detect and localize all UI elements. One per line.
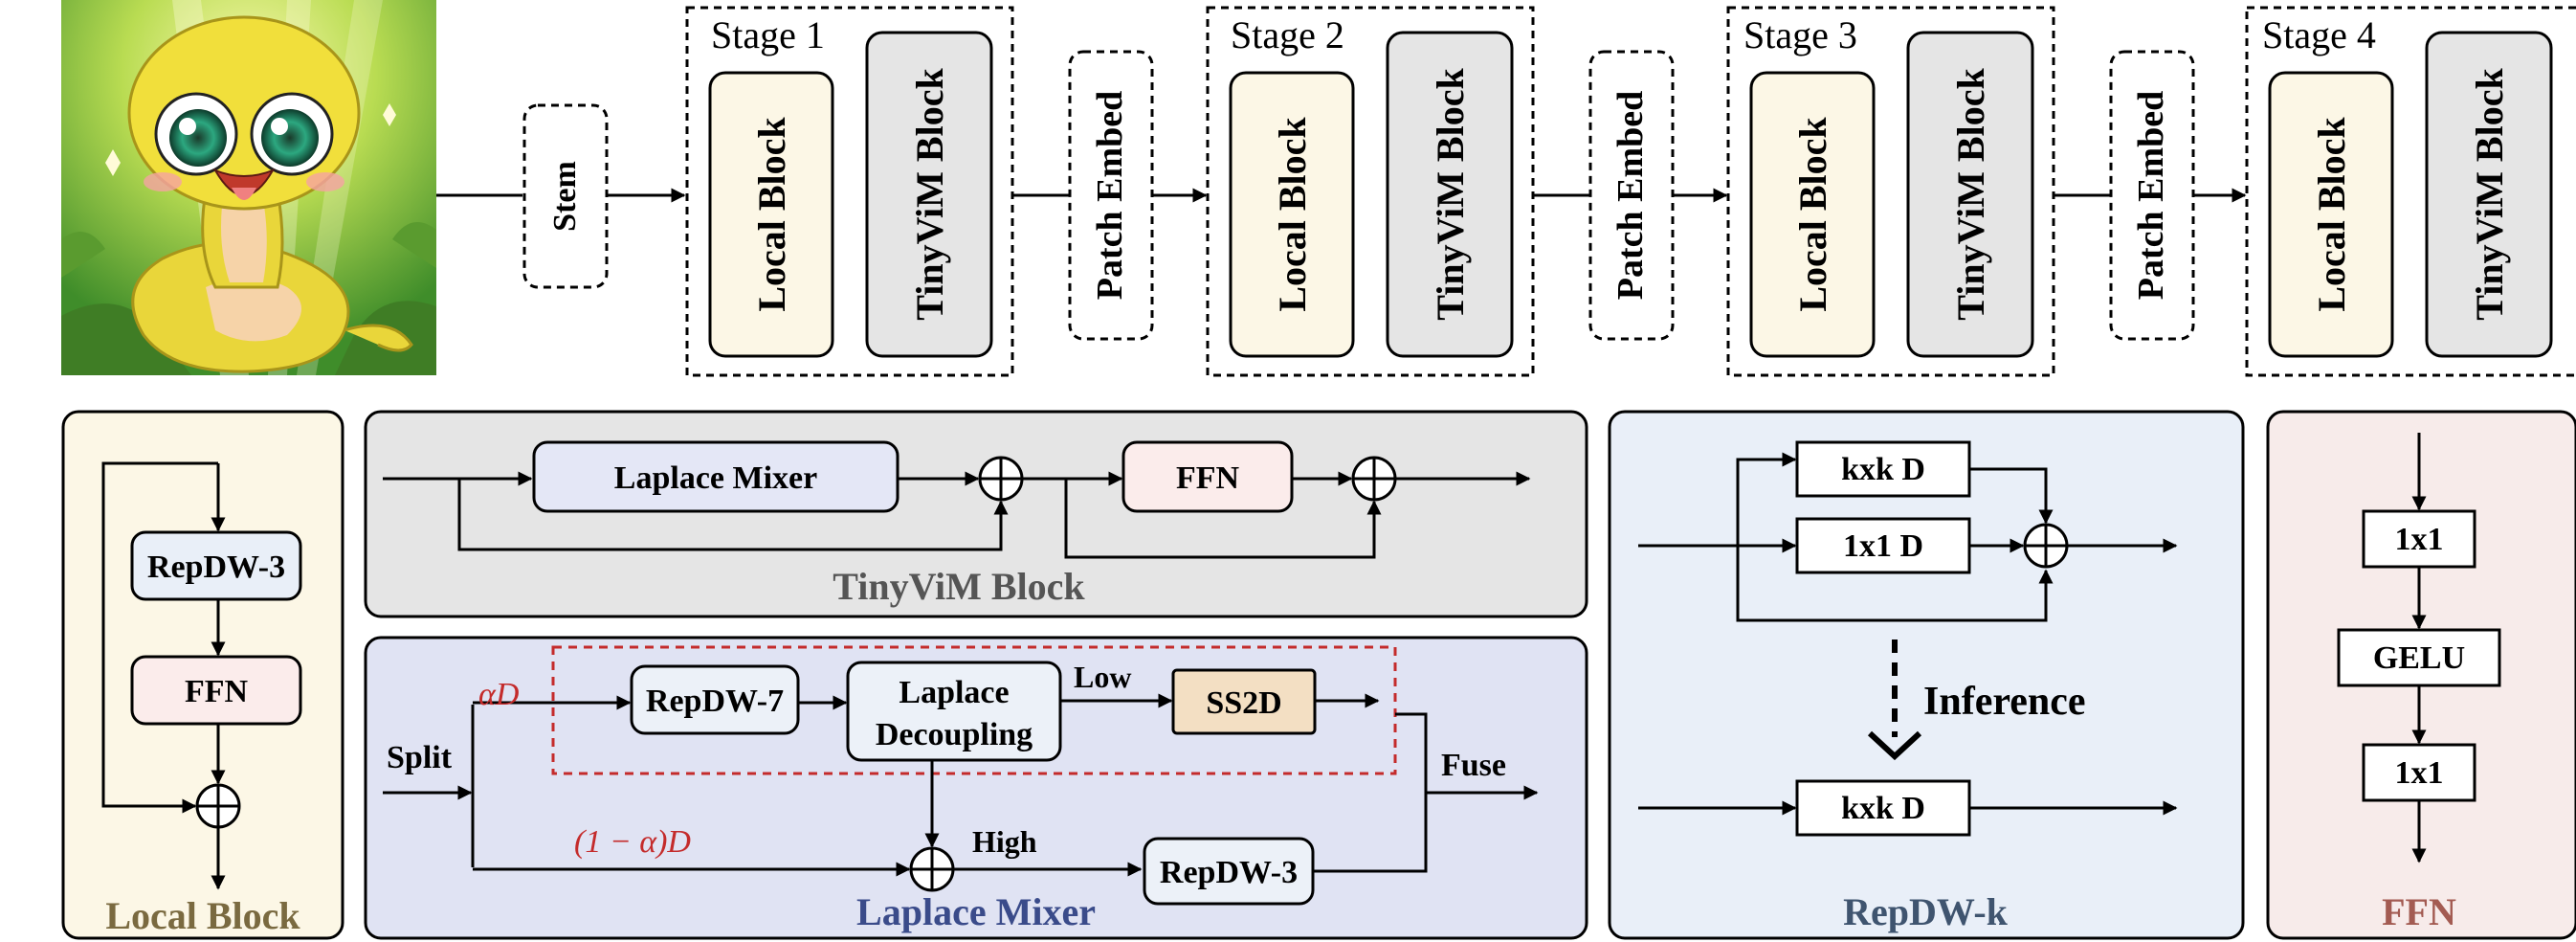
local-block-label: Local Block xyxy=(1791,117,1834,312)
high-label: High xyxy=(972,824,1037,859)
snake-mascot-image xyxy=(61,0,436,375)
panel-title: Local Block xyxy=(105,894,300,937)
tinyvim-block-label: TinyViM Block xyxy=(2468,68,2511,321)
repdw-3-label: RepDW-3 xyxy=(147,550,285,585)
local-block-box xyxy=(1749,71,1876,358)
repdw-7-box xyxy=(630,664,800,735)
conv-1x1-label: 1x1 xyxy=(2395,755,2444,791)
gelu-box xyxy=(2337,628,2501,687)
conv-1x1-box xyxy=(2362,509,2476,569)
local-block-box xyxy=(1229,71,1355,358)
ss2d-label: SS2D xyxy=(1206,685,1281,721)
fuse-label: Fuse xyxy=(1441,748,1506,783)
stage-title: Stage 2 xyxy=(1231,13,1344,56)
local-block-label: Local Block xyxy=(2310,117,2353,312)
repdw-3-label: RepDW-3 xyxy=(1160,855,1298,890)
repdw-7-label: RepDW-7 xyxy=(646,684,784,719)
decoupling-line2: Decoupling xyxy=(876,717,1033,752)
conv-1x1-label: 1x1 xyxy=(2395,522,2444,557)
local-block-box xyxy=(2268,71,2394,358)
patch-embed-label: Patch Embed xyxy=(2131,91,2171,301)
panel-title: Laplace Mixer xyxy=(856,890,1096,933)
panel-title: TinyViM Block xyxy=(833,565,1085,608)
add-node xyxy=(1351,456,1397,502)
local-block-panel: RepDW-3 FFN Local Block xyxy=(61,410,344,940)
add-node xyxy=(2023,523,2069,569)
stage-title: Stage 1 xyxy=(711,13,825,56)
top-pipeline: Stem Stage 1 Local Block TinyViM Block P… xyxy=(436,6,2576,377)
repdw-3-box xyxy=(130,530,302,601)
ffn-panel: 1x1 GELU 1x1 FFN xyxy=(2266,410,2576,940)
split-label: Split xyxy=(387,740,453,775)
kxk-d-label: kxk D xyxy=(1841,452,1925,487)
low-label: Low xyxy=(1074,660,1131,694)
tinyvim-block-box xyxy=(2425,31,2553,358)
ffn-box xyxy=(130,655,302,726)
stage-title: Stage 3 xyxy=(1743,13,1857,56)
stage-3: Stage 3 Local Block TinyViM Block xyxy=(1726,6,2055,377)
add-node xyxy=(909,846,955,892)
laplace-mixer-box xyxy=(532,440,899,513)
patch-embed-label: Patch Embed xyxy=(1090,91,1130,301)
local-block-label: Local Block xyxy=(750,117,793,312)
kxk-d-inference-box xyxy=(1795,779,1971,837)
chevron-down-icon xyxy=(1867,730,1922,761)
conv-1x1-box xyxy=(2362,743,2476,802)
low-frequency-region xyxy=(551,645,1397,775)
stage-4: Stage 4 Local Block TinyViM Block xyxy=(2245,6,2576,377)
stage-title: Stage 4 xyxy=(2262,13,2376,56)
local-block-label: Local Block xyxy=(1271,117,1314,312)
local-block-box xyxy=(708,71,834,358)
laplace-mixer-label: Laplace Mixer xyxy=(614,460,817,496)
1x1-d-label: 1x1 D xyxy=(1843,528,1923,564)
decoupling-line1: Laplace xyxy=(899,675,1009,710)
ffn-label: FFN xyxy=(185,674,249,709)
kxk-d-inference-label: kxk D xyxy=(1841,791,1925,826)
stage-1: Stage 1 Local Block TinyViM Block xyxy=(685,6,1014,377)
inference-label: Inference xyxy=(1923,680,2086,724)
gelu-label: GELU xyxy=(2373,640,2465,676)
ffn-label: FFN xyxy=(1176,460,1240,496)
panel-title: FFN xyxy=(2382,890,2456,933)
panel-title: RepDW-k xyxy=(1843,890,2009,933)
alpha-d-label: αD xyxy=(478,677,520,712)
add-node xyxy=(195,783,241,829)
repdw-k-panel: kxk D 1x1 D Inference kxk D RepDW-k xyxy=(1608,410,2245,940)
ffn-box xyxy=(1121,440,1294,513)
add-node xyxy=(978,456,1024,502)
one-minus-alpha-d-label: (1 − α)D xyxy=(574,824,691,860)
laplace-mixer-panel: Split αD RepDW-7 Laplace Decoupling Low … xyxy=(364,636,1588,940)
stage-2: Stage 2 Local Block TinyViM Block xyxy=(1206,6,1535,377)
tinyvim-block-box xyxy=(1906,31,2034,358)
tinyvim-block-label: TinyViM Block xyxy=(1949,68,1992,321)
patch-embed-label: Patch Embed xyxy=(1610,91,1651,301)
tinyvim-block-panel: Laplace Mixer FFN TinyViM Block xyxy=(364,410,1588,618)
tinyvim-block-box xyxy=(1386,31,1514,358)
laplace-decoupling-box xyxy=(846,661,1062,762)
tinyvim-block-label: TinyViM Block xyxy=(1429,68,1472,321)
stem-label: Stem xyxy=(547,161,583,232)
tinyvim-block-box xyxy=(865,31,993,358)
tinyvim-block-label: TinyViM Block xyxy=(908,68,951,321)
